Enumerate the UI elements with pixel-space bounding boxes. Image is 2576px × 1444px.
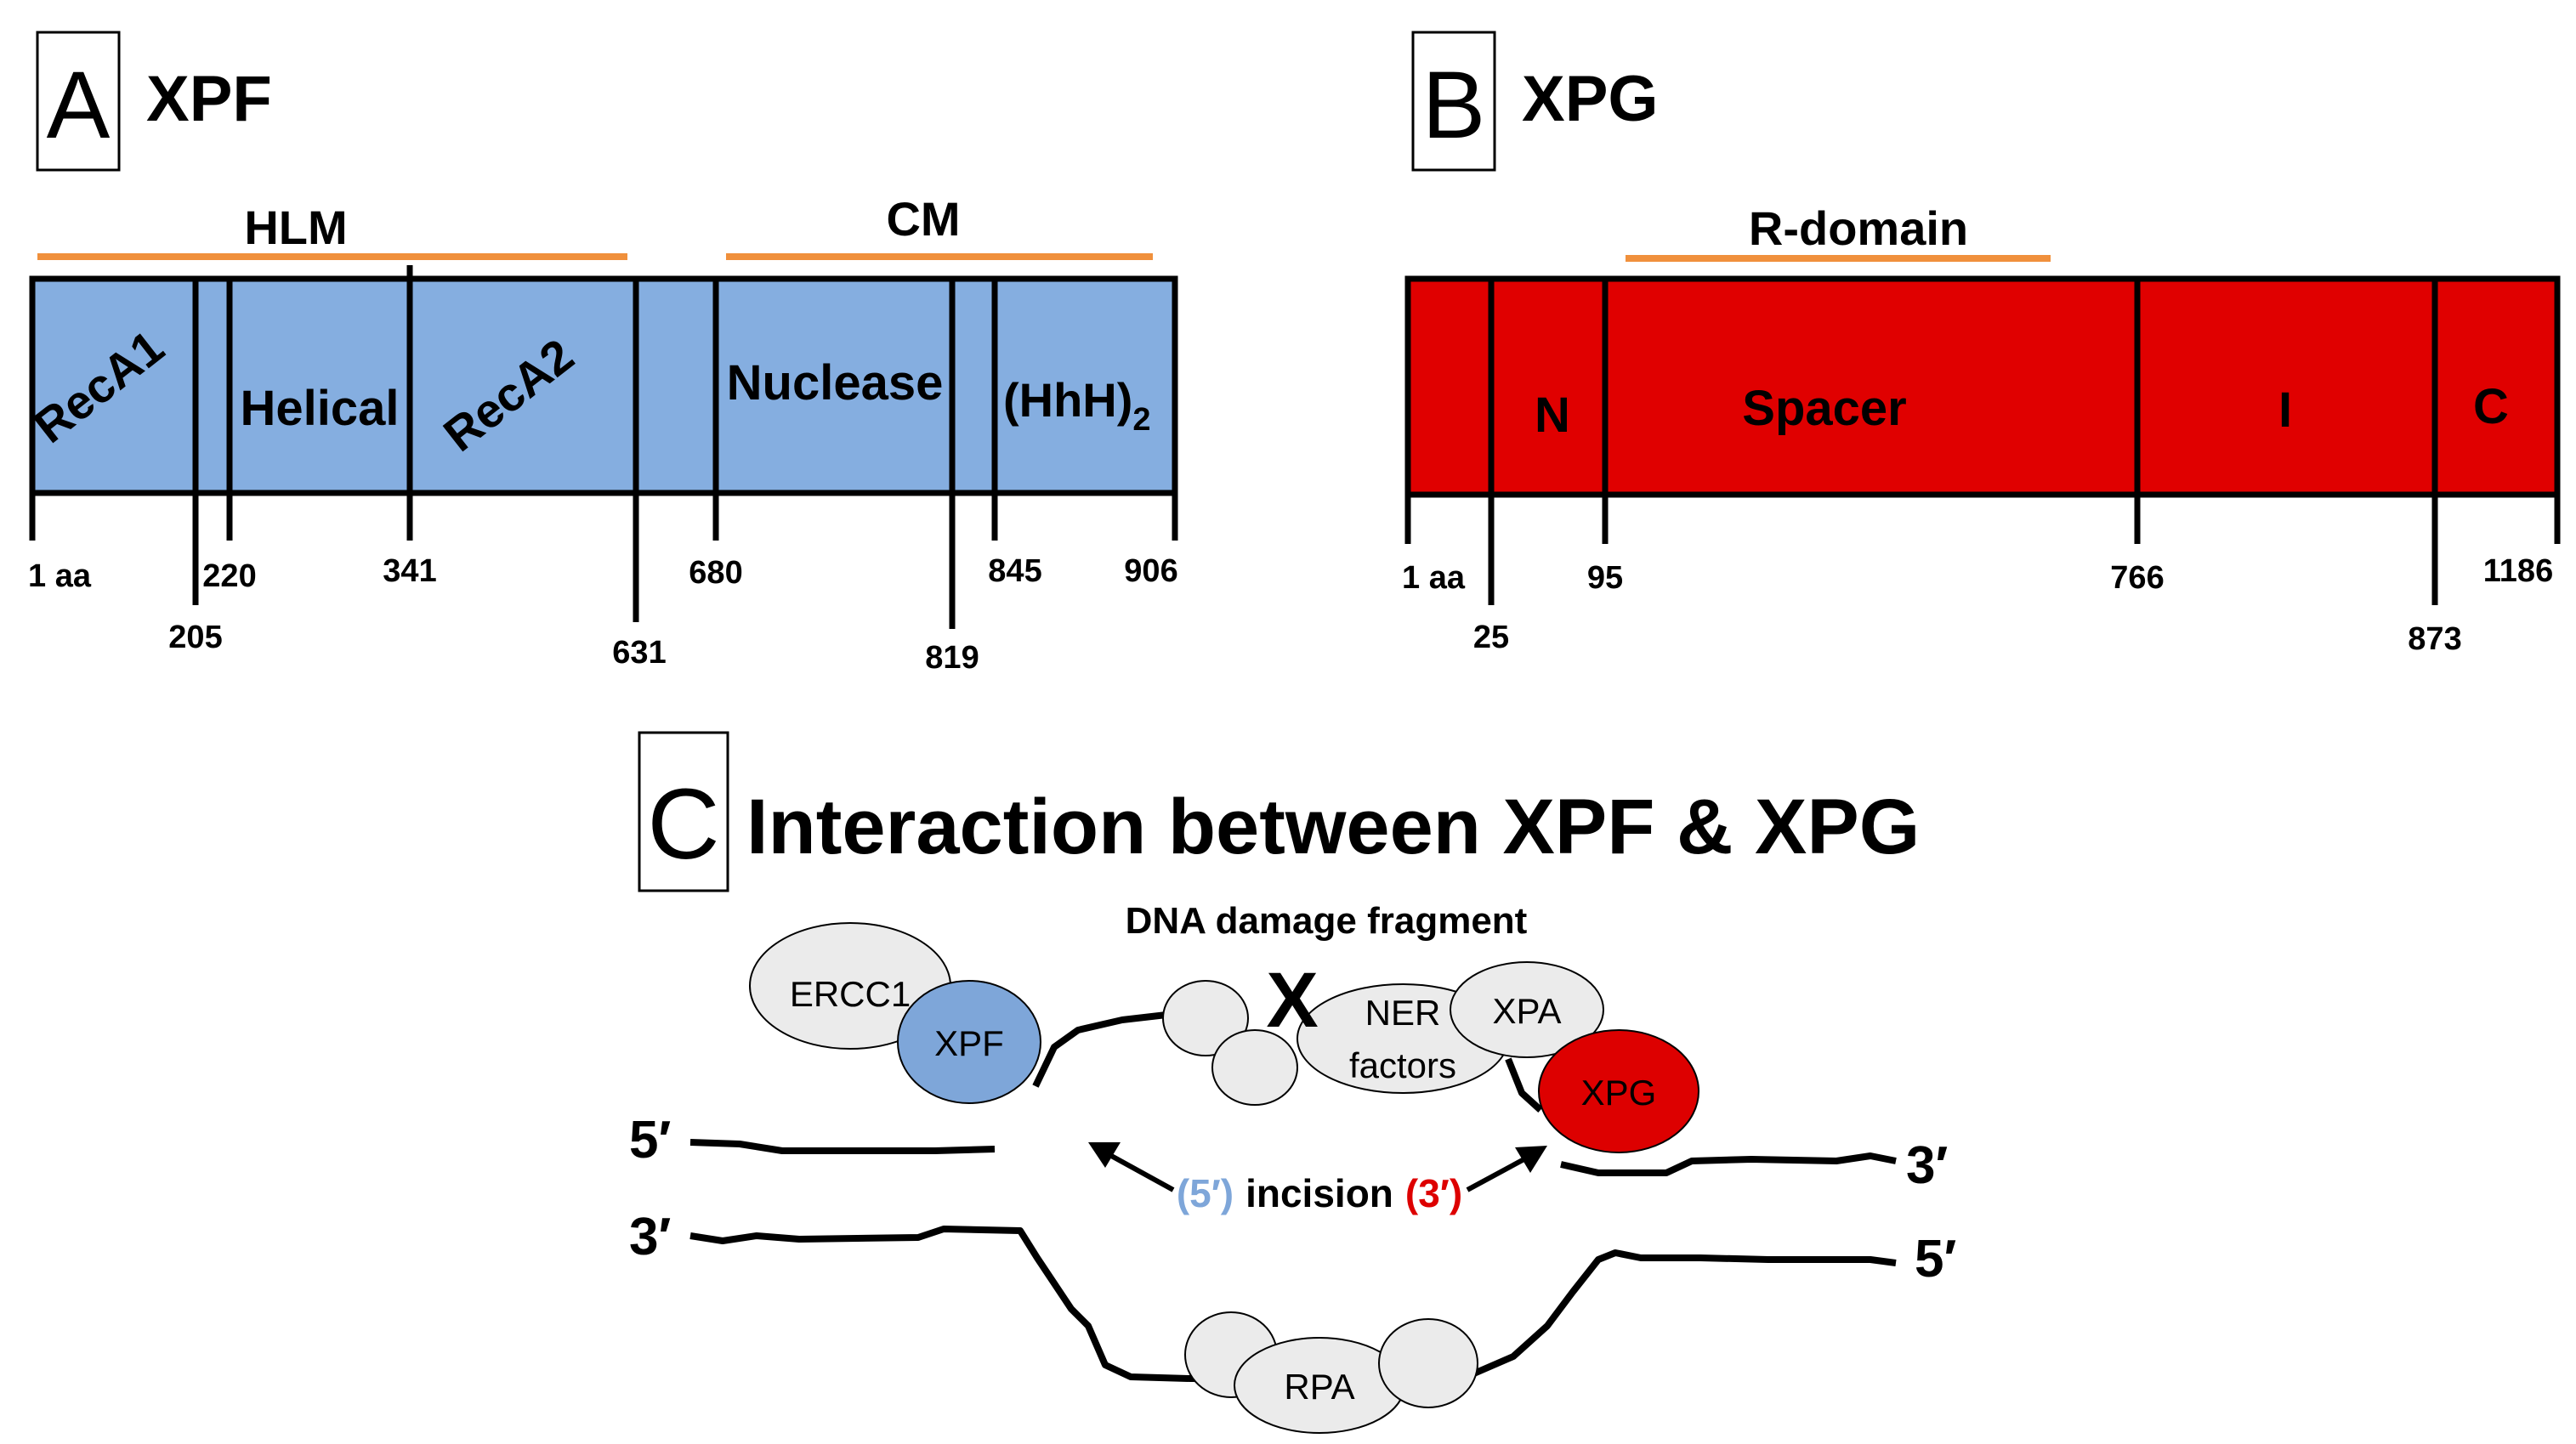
xpg-label-766: 766 [2110, 560, 2164, 596]
cm-label: CM [886, 192, 960, 246]
end-top-right: 3′ [1906, 1136, 1948, 1195]
xpg-label-25: 25 [1473, 620, 1509, 655]
incision-word: incision [1245, 1171, 1393, 1215]
incision-five: (5′) [1177, 1171, 1234, 1215]
small-protein-2 [1211, 1029, 1298, 1106]
ercc1-label: ERCC1 [790, 974, 911, 1014]
xpa-protein [1450, 961, 1604, 1058]
xpf-label-906: 906 [1124, 553, 1177, 589]
xpg-bar [1404, 275, 2561, 498]
ner-label-2: factors [1349, 1045, 1456, 1085]
xpf-protein-label: XPF [934, 1023, 1004, 1063]
xpg-label-1: 1 aa [1402, 560, 1466, 596]
hhh-label: (HhH)2 [1003, 373, 1151, 438]
panel-b-title: XPG [1522, 63, 1659, 135]
xpf-bar [29, 275, 1178, 496]
xpg-protein-label: XPG [1581, 1073, 1657, 1113]
dna-top-right-strand [1560, 1152, 1897, 1176]
xpf-label-680: 680 [689, 555, 742, 591]
incision-three: (3′) [1405, 1171, 1462, 1215]
ner-label-1: NER [1365, 993, 1441, 1033]
n-label: N [1535, 388, 1570, 443]
damage-mark: X [1266, 957, 1318, 1044]
xpa-label: XPA [1493, 991, 1562, 1031]
end-bottom-left: 3′ [629, 1208, 671, 1266]
panel-b: B XPG R-domain N Spacer I C 1 aa 25 95 7… [1402, 31, 2561, 657]
arrow-left [1104, 1150, 1175, 1192]
rpa-right-protein [1378, 1318, 1478, 1408]
arrow-right [1466, 1153, 1532, 1192]
rdomain-label: R-domain [1749, 201, 1968, 255]
xpf-protein [897, 980, 1041, 1104]
spacer-label: Spacer [1742, 381, 1906, 436]
panel-b-letter-box [1411, 31, 1496, 172]
i-label: I [2278, 382, 2292, 438]
small-protein-1 [1162, 980, 1249, 1056]
xpg-protein [1538, 1029, 1699, 1153]
xpg-label-1186: 1186 [2483, 553, 2553, 589]
c-label: C [2473, 379, 2509, 434]
xpf-label-205: 205 [168, 620, 222, 655]
panel-c-letter-box [638, 731, 729, 892]
xpf-label-845: 845 [988, 553, 1041, 589]
xpg-label-873: 873 [2408, 621, 2461, 657]
nuclease-label: Nuclease [727, 355, 944, 411]
end-top-left: 5′ [629, 1111, 671, 1169]
dna-fragment-right [1505, 1057, 1543, 1113]
dna-top-left-strand [689, 1139, 996, 1154]
panel-c-letter: C [647, 768, 719, 881]
xpf-label-631: 631 [612, 635, 666, 671]
end-bottom-right: 5′ [1915, 1230, 1956, 1288]
arrow-right-head [1515, 1146, 1547, 1173]
xpg-label-95: 95 [1587, 560, 1623, 596]
panel-a-letter: A [47, 52, 111, 158]
panel-a-title: XPF [146, 63, 272, 135]
panel-a-letter-box [36, 31, 121, 172]
incision-label: (5′)incision (3′) [1177, 1171, 1462, 1215]
xpf-label-341: 341 [383, 553, 436, 589]
xpf-label-1: 1 aa [28, 558, 92, 594]
arrow-left-head [1088, 1142, 1121, 1168]
panel-c: C Interaction between XPF & XPG DNA dama… [629, 731, 1956, 1434]
xpf-label-220: 220 [202, 558, 256, 594]
panel-a: A XPF HLM CM RecA1 Helical RecA2 Nucleas… [24, 31, 1178, 676]
hlm-label: HLM [244, 201, 347, 254]
fragment-label: DNA damage fragment [1126, 900, 1528, 942]
helical-label: Helical [241, 381, 400, 436]
panel-c-title: Interaction between XPF & XPG [746, 784, 1920, 870]
panel-b-letter: B [1422, 52, 1486, 158]
xpf-label-819: 819 [925, 640, 979, 676]
rpa-label: RPA [1284, 1367, 1354, 1407]
